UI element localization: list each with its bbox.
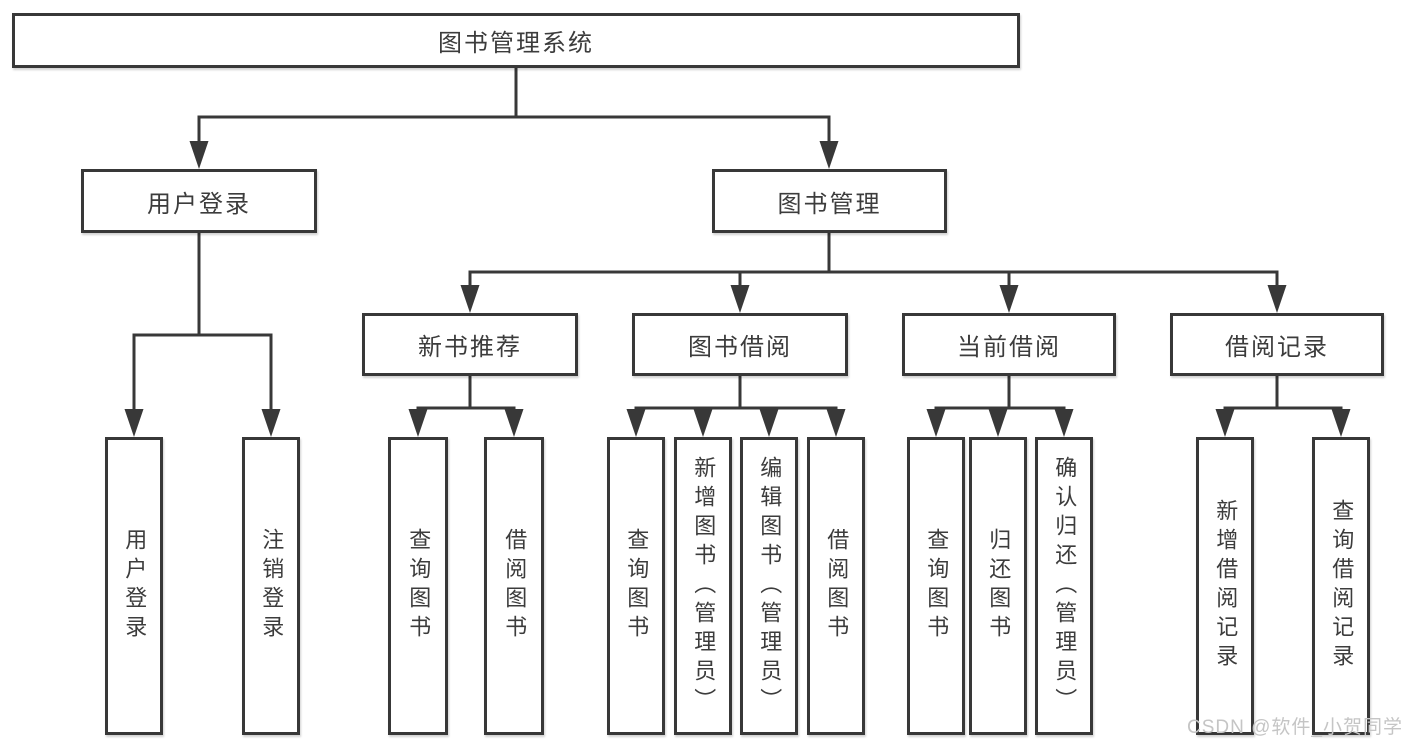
connector-current-borrow-to-leaves: [934, 376, 1066, 414]
leaf-query-books-current: 查询图书: [907, 437, 965, 735]
arrow-down-icon: [189, 141, 209, 169]
arrow-down-icon: [408, 409, 428, 437]
node-user-login: 用户登录: [81, 169, 317, 233]
node-new-book-recommend: 新书推荐: [362, 313, 578, 376]
arrow-down-icon: [826, 409, 846, 437]
leaf-edit-book-admin: 编辑图书（管理员）: [740, 437, 798, 735]
node-current-borrowing: 当前借阅: [902, 313, 1116, 376]
leaf-borrow-books-borrowing: 借阅图书: [807, 437, 865, 735]
node-book-borrowing: 图书借阅: [632, 313, 848, 376]
arrow-down-icon: [261, 409, 281, 437]
arrow-down-icon: [730, 285, 750, 313]
node-book-borrowing-label: 图书借阅: [688, 334, 792, 361]
leaf-borrow-books-recommend-label: 借阅图书: [502, 528, 528, 644]
leaf-confirm-return-admin: 确认归还（管理员）: [1035, 437, 1093, 735]
leaf-return-book-label: 归还图书: [986, 528, 1012, 644]
node-current-borrowing-label: 当前借阅: [957, 334, 1061, 361]
leaf-query-books-borrowing: 查询图书: [607, 437, 665, 735]
leaf-borrow-books-recommend: 借阅图书: [484, 437, 544, 735]
node-book-management-label: 图书管理: [777, 190, 882, 218]
connector-new-book-rec-to-leaves: [416, 376, 516, 414]
leaf-edit-book-admin-label: 编辑图书（管理员）: [757, 455, 783, 717]
node-root-system: 图书管理系统: [12, 13, 1020, 68]
leaf-query-books-recommend: 查询图书: [388, 437, 448, 735]
connector-lines: [132, 68, 1343, 414]
leaf-query-borrow-record-label: 查询借阅记录: [1329, 499, 1355, 673]
node-book-management: 图书管理: [712, 169, 947, 233]
arrow-down-icon: [693, 409, 713, 437]
connector-book-mgmt-to-level3: [468, 233, 1279, 290]
node-borrowing-records-label: 借阅记录: [1225, 334, 1329, 361]
node-new-book-recommend-label: 新书推荐: [418, 334, 522, 361]
arrow-down-icon: [124, 409, 144, 437]
connector-book-borrow-to-leaves: [634, 376, 838, 414]
arrow-down-icon: [1331, 409, 1351, 437]
leaf-logout-label: 注销登录: [259, 528, 285, 644]
arrow-down-icon: [460, 285, 480, 313]
leaf-query-books-current-label: 查询图书: [924, 528, 950, 644]
leaf-confirm-return-admin-label: 确认归还（管理员）: [1052, 455, 1078, 717]
arrow-down-icon: [759, 409, 779, 437]
leaf-add-borrow-record-label: 新增借阅记录: [1213, 499, 1239, 673]
arrow-down-icon: [1054, 409, 1074, 437]
node-user-login-label: 用户登录: [147, 190, 251, 218]
node-root-label: 图书管理系统: [438, 30, 594, 57]
leaf-query-borrow-record: 查询借阅记录: [1312, 437, 1370, 735]
leaf-logout: 注销登录: [242, 437, 300, 735]
arrow-down-icon: [626, 409, 646, 437]
arrow-down-icon: [504, 409, 524, 437]
leaf-user-login: 用户登录: [105, 437, 163, 735]
leaf-borrow-books-borrowing-label: 借阅图书: [824, 528, 850, 644]
node-borrowing-records: 借阅记录: [1170, 313, 1384, 376]
arrow-down-icon: [1267, 285, 1287, 313]
arrow-down-icon: [988, 409, 1008, 437]
leaf-return-book: 归还图书: [969, 437, 1027, 735]
leaf-add-borrow-record: 新增借阅记录: [1196, 437, 1254, 735]
leaf-query-books-recommend-label: 查询图书: [406, 528, 432, 644]
arrow-down-icon: [926, 409, 946, 437]
leaf-user-login-label: 用户登录: [122, 528, 148, 644]
arrow-down-icon: [999, 285, 1019, 313]
leaf-query-books-borrowing-label: 查询图书: [624, 528, 650, 644]
leaf-add-book-admin: 新增图书（管理员）: [674, 437, 732, 735]
leaf-add-book-admin-label: 新增图书（管理员）: [691, 455, 717, 717]
arrowheads: [124, 141, 1351, 437]
connector-user-login-to-leaves: [132, 233, 273, 414]
arrow-down-icon: [819, 141, 839, 169]
connector-root-to-level2: [197, 68, 831, 146]
arrow-down-icon: [1215, 409, 1235, 437]
connector-borrow-records-to-leaves: [1223, 376, 1343, 414]
